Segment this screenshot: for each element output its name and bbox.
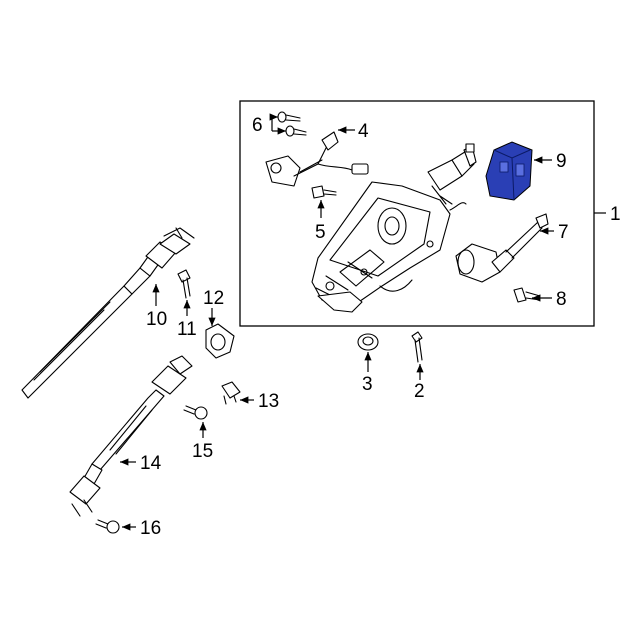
part-10-intermediate-shaft [21, 227, 195, 399]
part-11-bolt [177, 269, 191, 299]
callout-1: 1 [610, 204, 621, 225]
callout-13: 13 [258, 391, 279, 412]
part-12-mount [205, 323, 235, 359]
part-13-clip [221, 381, 241, 405]
callout-7: 7 [558, 222, 569, 243]
part-16-bolt [95, 519, 120, 534]
callout-10: 10 [146, 309, 167, 330]
leader-lines [120, 113, 554, 531]
part-15-bolt [183, 405, 208, 420]
part-6-screws [277, 111, 307, 137]
part-8-bolt [513, 287, 541, 303]
callout-6: 6 [252, 115, 263, 136]
callout-11: 11 [177, 319, 197, 340]
callout-3: 3 [362, 374, 373, 395]
part-4-bracket [265, 131, 369, 187]
part-9-module-highlighted [485, 141, 533, 201]
part-2-bolt [411, 331, 423, 363]
part-14-lower-shaft [69, 355, 193, 517]
part-3-nut [357, 333, 379, 351]
steering-column-assembly [311, 143, 477, 313]
part-7-motor [455, 213, 549, 283]
callout-16: 16 [140, 518, 161, 539]
callout-5: 5 [315, 222, 326, 243]
callout-2: 2 [414, 381, 425, 402]
callout-15: 15 [192, 441, 213, 462]
callout-4: 4 [358, 121, 369, 142]
callout-9: 9 [556, 151, 567, 172]
part-5-bolt [311, 185, 337, 199]
callout-12: 12 [203, 288, 224, 309]
callout-labels: 1 2 3 4 5 6 7 8 9 10 11 12 13 14 15 16 [140, 115, 621, 539]
callout-14: 14 [140, 453, 162, 474]
callout-8: 8 [556, 289, 567, 310]
